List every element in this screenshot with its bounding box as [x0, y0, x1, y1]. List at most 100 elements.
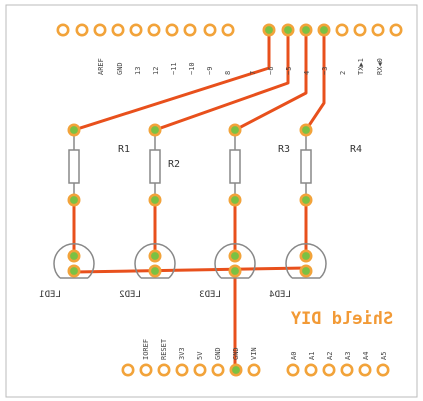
led-anode-pad: [299, 249, 313, 263]
resistor-pad: [299, 193, 313, 207]
led-outline: [214, 242, 256, 279]
resistor-body: [149, 149, 161, 184]
top-header-label: 8: [224, 71, 232, 75]
resistor-body: [68, 149, 80, 184]
top-header-pad: [165, 23, 179, 37]
bottom-header-analog-label: A3: [344, 352, 352, 360]
bottom-header-power-label: 5V: [196, 351, 204, 360]
top-header-pad: [353, 23, 367, 37]
resistor-pad: [228, 193, 242, 207]
led-outline: [134, 242, 176, 279]
led: [285, 242, 327, 279]
led-label-led3: LED3: [199, 290, 221, 300]
led: [53, 242, 95, 279]
resistor-pad: [148, 193, 162, 207]
top-header-pad: [93, 23, 107, 37]
led-label-led4: LED4: [269, 290, 291, 300]
top-header-pad: [281, 23, 295, 37]
top-header-label: ~10: [188, 62, 196, 75]
top-header-pad: [147, 23, 161, 37]
top-header-label: ~11: [170, 62, 178, 75]
resistor: [299, 123, 313, 207]
led-outline: [53, 242, 95, 279]
bottom-header-pad: [211, 363, 225, 377]
bottom-header-power-label: GND: [214, 347, 222, 360]
top-header-label: ~9: [206, 67, 214, 75]
top-header-pad: [317, 23, 331, 37]
bottom-header-power-label: VIN: [250, 347, 258, 360]
bottom-header-pad: [358, 363, 372, 377]
bottom-header-pad: [193, 363, 207, 377]
led: [134, 242, 176, 279]
bottom-header-power-label: 3V3: [178, 347, 186, 360]
top-header-pad: [221, 23, 235, 37]
top-header-label: 12: [152, 67, 160, 75]
led-cathode-pad: [67, 264, 81, 278]
bottom-header-power-label: RESET: [160, 338, 168, 360]
top-header-pad: [203, 23, 217, 37]
resistor-body: [300, 149, 312, 184]
bottom-header-pad: [286, 363, 300, 377]
bottom-header-pad: [175, 363, 189, 377]
top-header-label: 4: [303, 71, 311, 75]
led-cathode-pad: [228, 264, 242, 278]
top-header-pad: [371, 23, 385, 37]
resistor-pad: [67, 123, 81, 137]
top-header-label: ~5: [285, 67, 293, 75]
resistors: [67, 123, 313, 207]
resistor-label-r1: R1: [118, 144, 130, 155]
bottom-header-pad: [121, 363, 135, 377]
bottom-header-pad: [157, 363, 171, 377]
bottom-header-pad: [139, 363, 153, 377]
top-header-label: TX▶1: [357, 58, 365, 75]
bottom-header-pad: [304, 363, 318, 377]
resistor-pad: [299, 123, 313, 137]
top-header-label: ~3: [321, 67, 329, 75]
top-header-label: AREF: [97, 58, 105, 75]
resistor-label-r3: R3: [278, 144, 290, 155]
led-cathode-pad: [148, 264, 162, 278]
top-header-label: RX◀0: [376, 58, 384, 75]
bottom-header-analog-label: A5: [380, 352, 388, 360]
resistor-pad: [228, 123, 242, 137]
trace-pin6-r2: [154, 30, 290, 132]
resistor-label-r4: R4: [350, 144, 362, 155]
resistor: [148, 123, 162, 207]
bottom-header-pad: [247, 363, 261, 377]
led-anode-pad: [67, 249, 81, 263]
top-header-pad: [129, 23, 143, 37]
top-header-pad: [389, 23, 403, 37]
bottom-header-analog-label: A2: [326, 352, 334, 360]
top-header-pad: [262, 23, 276, 37]
leds: [53, 242, 327, 279]
board-title: Shield DIY: [290, 309, 393, 329]
top-header-pad: [183, 23, 197, 37]
led-label-led2: LED2: [119, 290, 141, 300]
bottom-header-power-label: IOREF: [142, 339, 150, 360]
bottom-header-analog-label: A4: [362, 352, 370, 360]
resistor-pad: [148, 123, 162, 137]
led-cathode-pad: [299, 264, 313, 278]
resistor: [228, 123, 242, 207]
top-header-pad: [335, 23, 349, 37]
bottom-header-analog-label: A0: [290, 352, 298, 360]
bottom-header-analog-label: A1: [308, 352, 316, 360]
top-header-label: GND: [116, 62, 124, 75]
bottom-header-pad: [322, 363, 336, 377]
top-header-label: 13: [134, 67, 142, 75]
resistor-label-r2: R2: [168, 159, 180, 170]
bottom-header-pad: [229, 363, 243, 377]
trace-pin5-r3: [234, 30, 308, 132]
resistor-pad: [67, 193, 81, 207]
led: [214, 242, 256, 279]
trace-pin7-r1: [73, 30, 271, 132]
led-anode-pad: [148, 249, 162, 263]
led-label-led1: LED1: [39, 290, 61, 300]
resistor: [67, 123, 81, 207]
board-outline: [5, 4, 418, 398]
bottom-header-power-label: GND: [232, 347, 240, 360]
top-header-label: 7: [249, 71, 257, 75]
traces: [72, 30, 326, 368]
